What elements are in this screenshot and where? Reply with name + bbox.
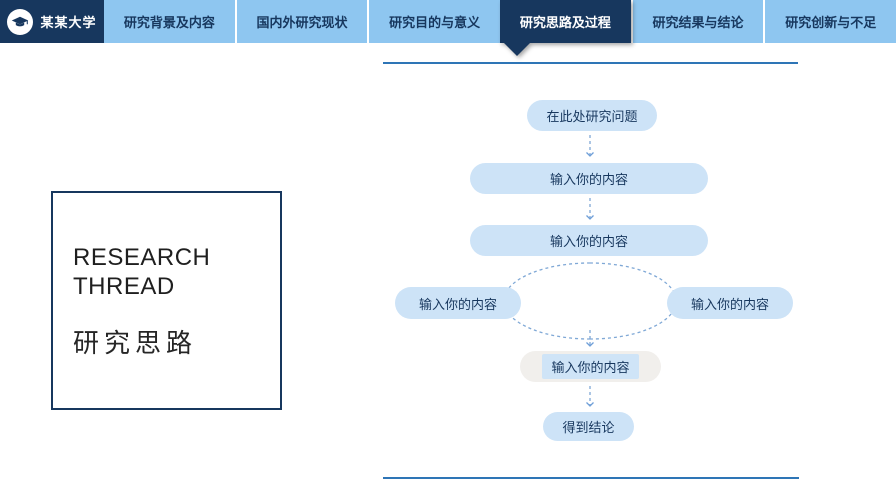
- tab-research-background[interactable]: 研究背景及内容: [123, 15, 215, 30]
- top-nav-bar: 某某大学 研究背景及内容 国内外研究现状 研究目的与意义 研究思路及过程 研究结…: [0, 0, 896, 56]
- section-title-box: RESEARCH THREAD 研究思路: [51, 191, 282, 410]
- tab-research-purpose[interactable]: 研究目的与意义: [367, 0, 500, 43]
- tab-innovation-shortage[interactable]: 研究创新与不足: [763, 0, 896, 43]
- section-title-en: RESEARCH THREAD: [73, 243, 280, 301]
- flow-node-research-question: 在此处研究问题: [527, 100, 657, 131]
- university-logo-block: 某某大学: [0, 0, 104, 43]
- tab-research-results[interactable]: 研究结果与结论: [630, 0, 764, 43]
- flow-node-step4: 输入你的内容: [520, 351, 661, 382]
- tab-label: 研究思路及过程: [519, 15, 611, 30]
- section-title-en-line1: RESEARCH: [73, 244, 211, 271]
- section-title-en-line2: THREAD: [73, 273, 175, 300]
- flow-node-step3: 输入你的内容: [470, 225, 708, 256]
- flow-node-step2: 输入你的内容: [470, 163, 708, 194]
- nav-tabs: 研究背景及内容 国内外研究现状 研究目的与意义 研究思路及过程 研究结果与结论 …: [104, 0, 896, 56]
- top-rule-line: [383, 62, 798, 64]
- flow-node-branch-left: 输入你的内容: [395, 287, 521, 319]
- flow-node-branch-right: 输入你的内容: [667, 287, 793, 319]
- university-name: 某某大学: [40, 15, 97, 30]
- flow-node-step4-highlight: 输入你的内容: [542, 354, 639, 379]
- flow-node-conclusion: 得到结论: [543, 412, 634, 441]
- tab-domestic-foreign-status[interactable]: 国内外研究现状: [234, 0, 368, 43]
- active-tab-pointer-icon: [504, 43, 531, 56]
- bottom-rule-line: [383, 477, 799, 479]
- tab-research-thread-active[interactable]: 研究思路及过程: [500, 0, 631, 56]
- graduation-cap-icon: [7, 8, 34, 35]
- section-title-zh: 研究思路: [73, 328, 198, 358]
